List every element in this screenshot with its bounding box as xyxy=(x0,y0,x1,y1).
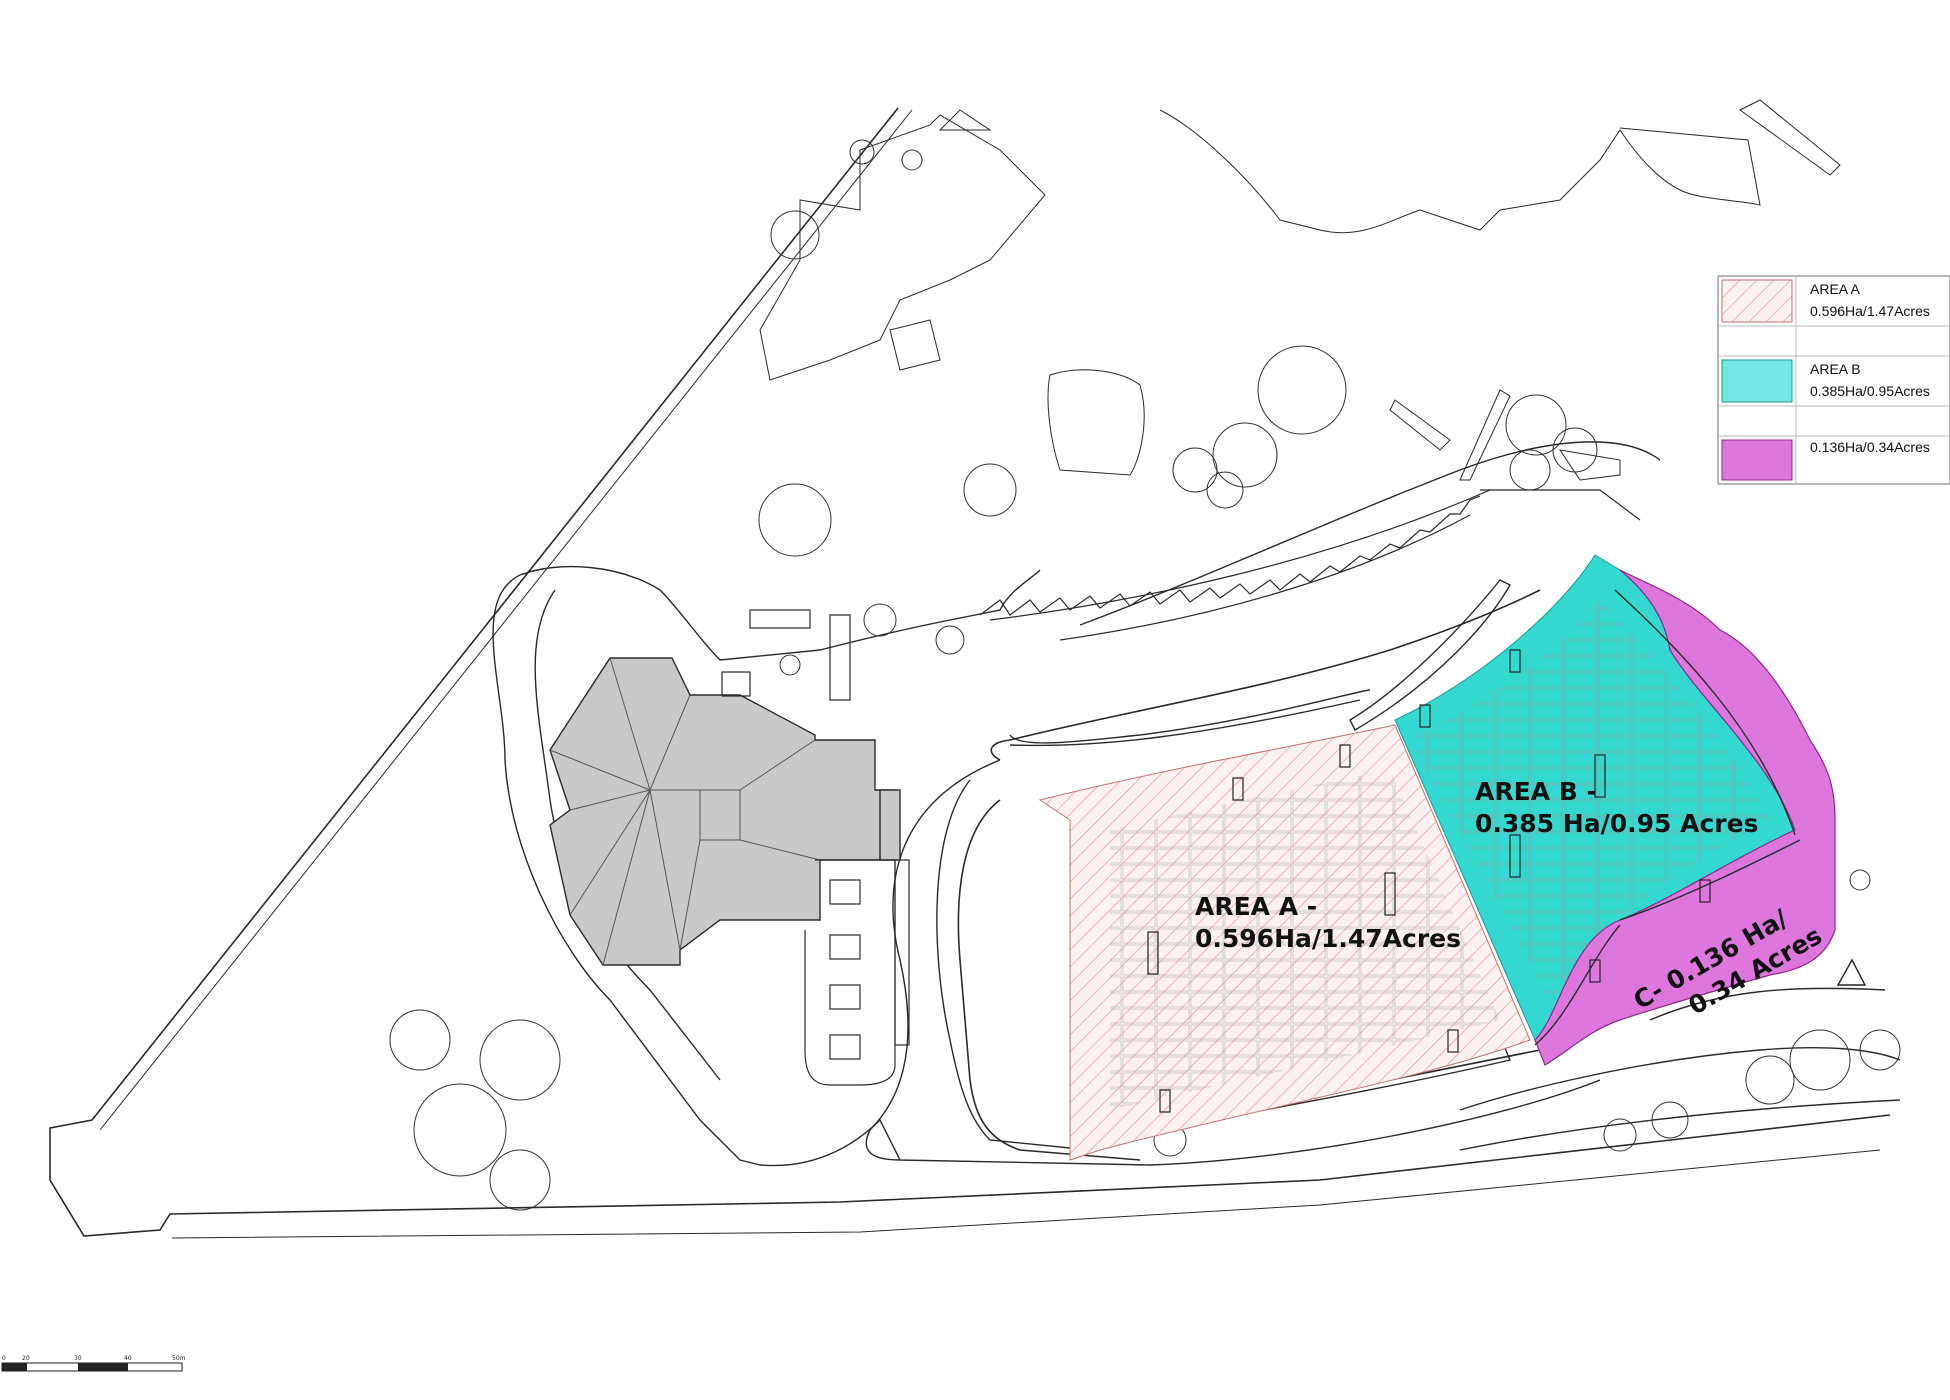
bay-markers xyxy=(1147,649,1711,1113)
area-b-label-size: 0.385 Ha/0.95 Acres xyxy=(1475,809,1758,838)
stepped-embankment xyxy=(979,489,1641,641)
legend-area-a-title: AREA A xyxy=(1810,281,1860,297)
car-park-inner-kerb xyxy=(1534,589,1801,1046)
area-c-zone xyxy=(1534,569,1836,1066)
area-a-label-title: AREA A - xyxy=(1195,892,1317,921)
scale-bar: 0 20 30 40 50m xyxy=(1,1355,186,1372)
legend-area-a-size: 0.596Ha/1.47Acres xyxy=(1810,303,1930,319)
legend-area-c-size: 0.136Ha/0.34Acres xyxy=(1810,439,1930,455)
legend-swatch-area-c xyxy=(1721,439,1793,481)
building-annex xyxy=(721,609,910,1086)
access-road xyxy=(492,441,1901,1167)
trees xyxy=(389,139,1901,1211)
scale-tick-50m: 50m xyxy=(172,1355,186,1362)
area-b-parking-bays xyxy=(1410,600,1770,1000)
site-boundary xyxy=(49,107,1891,1239)
area-a-parking-bays xyxy=(1110,770,1500,1110)
upper-landscape xyxy=(759,99,1841,481)
scale-tick-30: 30 xyxy=(74,1355,82,1362)
legend: AREA A 0.596Ha/1.47Acres AREA B 0.385Ha/… xyxy=(1717,275,1950,485)
scale-tick-20: 20 xyxy=(22,1355,30,1362)
legend-swatch-area-a xyxy=(1721,279,1793,323)
scale-tick-40: 40 xyxy=(124,1355,132,1362)
legend-area-b-size: 0.385Ha/0.95Acres xyxy=(1810,383,1930,399)
scale-tick-0: 0 xyxy=(2,1355,6,1362)
area-a-label-size: 0.596Ha/1.47Acres xyxy=(1195,924,1461,953)
area-b-label-title: AREA B - xyxy=(1475,777,1597,806)
legend-area-b-title: AREA B xyxy=(1810,361,1861,377)
survey-marker xyxy=(1836,958,1867,986)
building-roof xyxy=(549,657,901,966)
legend-swatch-area-b xyxy=(1721,359,1793,403)
